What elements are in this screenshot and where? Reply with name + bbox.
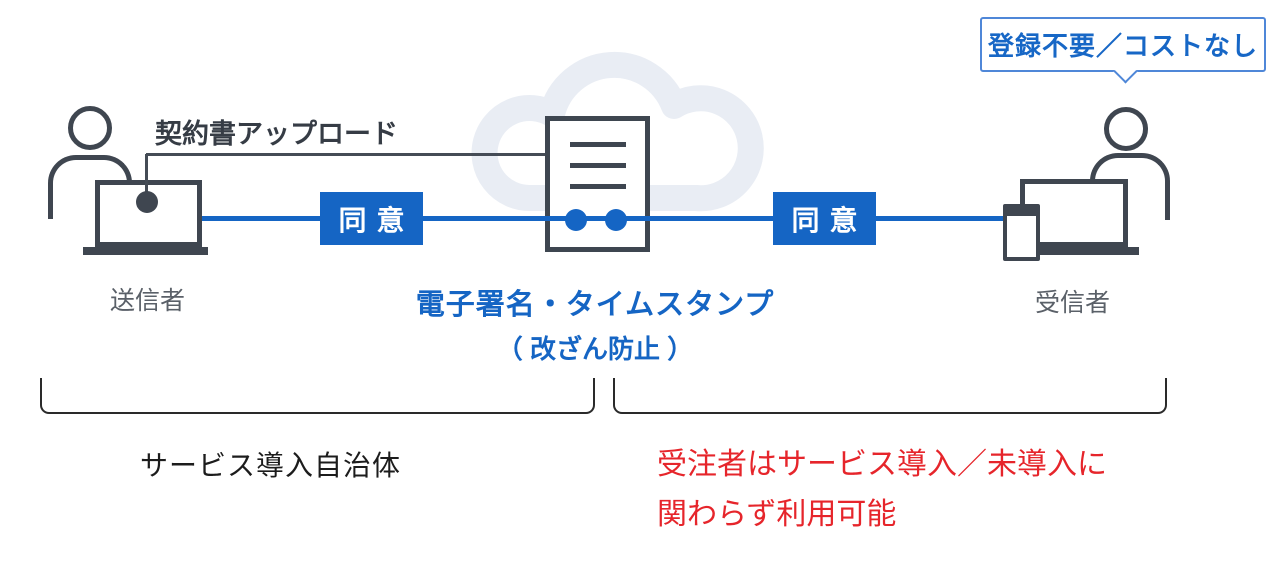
smartphone-top-bar — [1007, 208, 1036, 216]
upload-line-horizontal — [146, 153, 547, 156]
timestamp-dot — [605, 209, 627, 231]
left-scope-label: サービス導入自治体 — [140, 450, 402, 481]
callout-tail — [1113, 59, 1138, 84]
bracket-right — [613, 378, 1167, 414]
right-scope-line1: 受注者はサービス導入／未導入に — [657, 448, 1107, 481]
receiver-person-icon — [1104, 107, 1148, 151]
agree-button-sender[interactable]: 同意 — [320, 192, 423, 245]
bracket-left — [40, 378, 595, 414]
document-text-line — [570, 184, 626, 189]
receiver-person-body — [1090, 153, 1170, 220]
signature-dot — [565, 209, 587, 231]
sender-label: 送信者 — [110, 287, 186, 315]
document-text-line — [570, 163, 626, 168]
sender-laptop-base — [83, 247, 208, 255]
document-text-line — [570, 142, 626, 147]
center-caption: 電子署名・タイムスタンプ （ 改ざん防止 ） — [395, 281, 795, 366]
center-title: 電子署名・タイムスタンプ — [415, 289, 775, 321]
document-icon — [545, 116, 650, 252]
smartphone-icon — [1003, 204, 1040, 261]
center-subtitle: （ 改ざん防止 ） — [496, 334, 694, 364]
sender-person-icon — [68, 106, 112, 150]
receiver-label: 受信者 — [1035, 289, 1111, 317]
right-scope-line2: 関わらず利用可能 — [657, 498, 897, 531]
right-scope-label: 受注者はサービス導入／未導入に 関わらず利用可能 — [657, 440, 1107, 540]
no-registration-callout-label: 登録不要／コストなし — [987, 31, 1258, 61]
no-registration-callout: 登録不要／コストなし — [980, 17, 1266, 84]
receiver-laptop-base — [1032, 247, 1139, 255]
sender-laptop-icon — [95, 180, 202, 247]
agree-button-receiver[interactable]: 同意 — [773, 192, 876, 245]
upload-origin-dot — [136, 191, 158, 213]
upload-line-vertical — [145, 154, 148, 202]
upload-label: 契約書アップロード — [155, 119, 398, 149]
transfer-line — [202, 216, 1003, 221]
